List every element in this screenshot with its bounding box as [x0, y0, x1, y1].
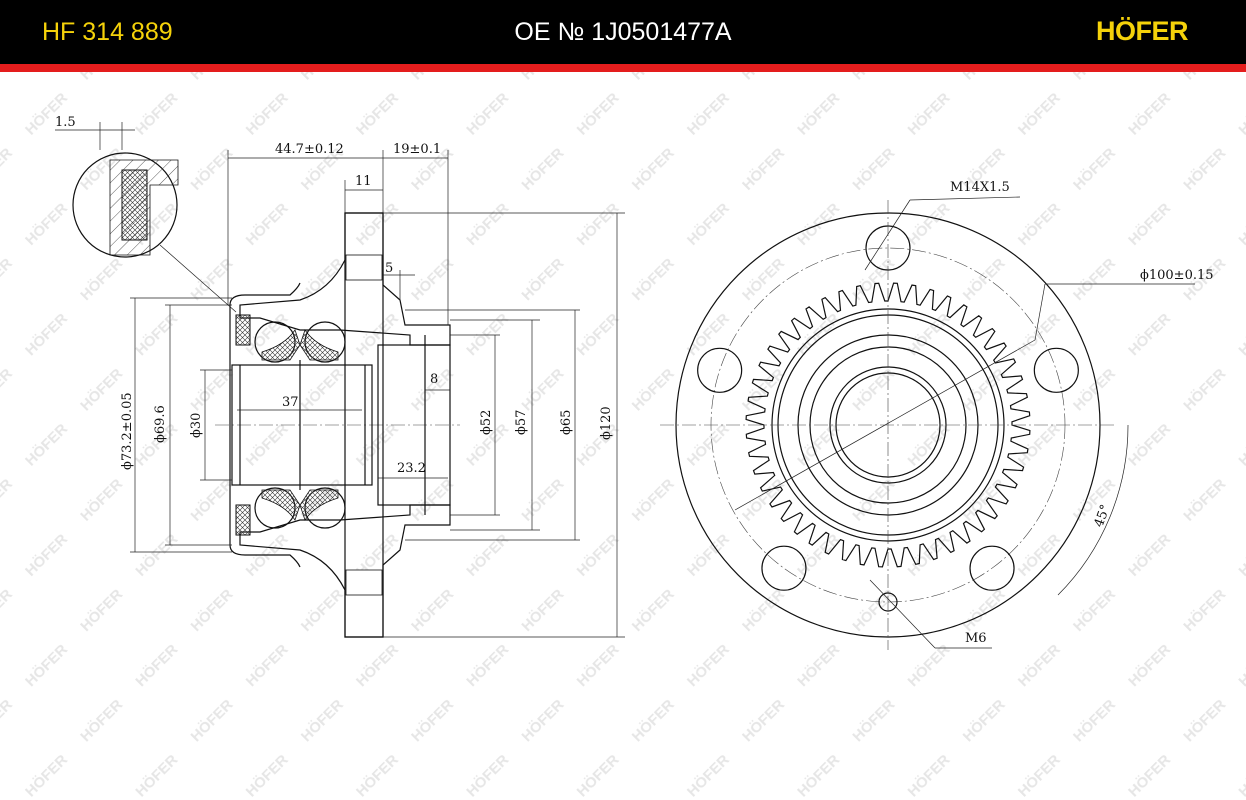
dim-bolt-thread: M14X1.5: [950, 180, 1010, 195]
bolt-hole: [697, 347, 743, 393]
part-number: HF 314 889: [42, 18, 173, 46]
dim-bearing-width: 37: [282, 395, 299, 410]
dim-hub-diameter: ϕ65: [559, 410, 574, 435]
bolt-hole: [761, 545, 807, 591]
dim-bore-diameter: ϕ30: [189, 413, 204, 438]
dim-flange-offset: 19±0.1: [393, 142, 441, 157]
dim-screw-thread: M6: [965, 631, 987, 646]
watermark-pattern: [0, 72, 1246, 800]
dim-outer-bearing-diameter: ϕ73.2±0.05: [120, 392, 135, 470]
bolt-hole: [969, 545, 1015, 591]
dim-flange-thickness: 11: [355, 174, 372, 189]
dim-seal-offset: 1.5: [55, 115, 76, 130]
dim-pilot-diameter: ϕ57: [514, 410, 529, 435]
detail-magnifier: [72, 152, 178, 258]
dim-overall-width: 44.7±0.12: [275, 142, 344, 157]
tone-ring-teeth: [745, 282, 1031, 568]
bearing-balls: [254, 321, 346, 529]
dim-pilot-inner-diameter: ϕ52: [479, 410, 494, 435]
dim-bearing-seat-diameter: ϕ69.6: [153, 405, 168, 443]
dim-angle: 45°: [1092, 503, 1114, 530]
technical-drawing: HÖFER: [0, 72, 1246, 800]
dim-bolt-circle: ϕ100±0.15: [1140, 268, 1214, 283]
dim-pilot-step: 5: [385, 261, 393, 276]
section-view: 1.5 44.7±0.12 19±0.1 11 5 8 37 23.2 ϕ73.…: [55, 115, 625, 638]
brand-logo: HÖFER: [1096, 16, 1189, 46]
dim-flange-diameter: ϕ120: [599, 406, 614, 440]
dim-pilot-depth: 23.2: [397, 461, 426, 476]
header-bar: HF 314 889 OE № 1J0501477A HÖFER: [0, 0, 1246, 64]
front-view: M14X1.5 ϕ100±0.15 45° M6: [660, 180, 1214, 650]
oe-number: OE № 1J0501477A: [514, 18, 732, 46]
bolt-hole: [1033, 347, 1079, 393]
accent-stripe: [0, 64, 1246, 72]
dim-pilot-chamfer: 8: [430, 372, 438, 387]
